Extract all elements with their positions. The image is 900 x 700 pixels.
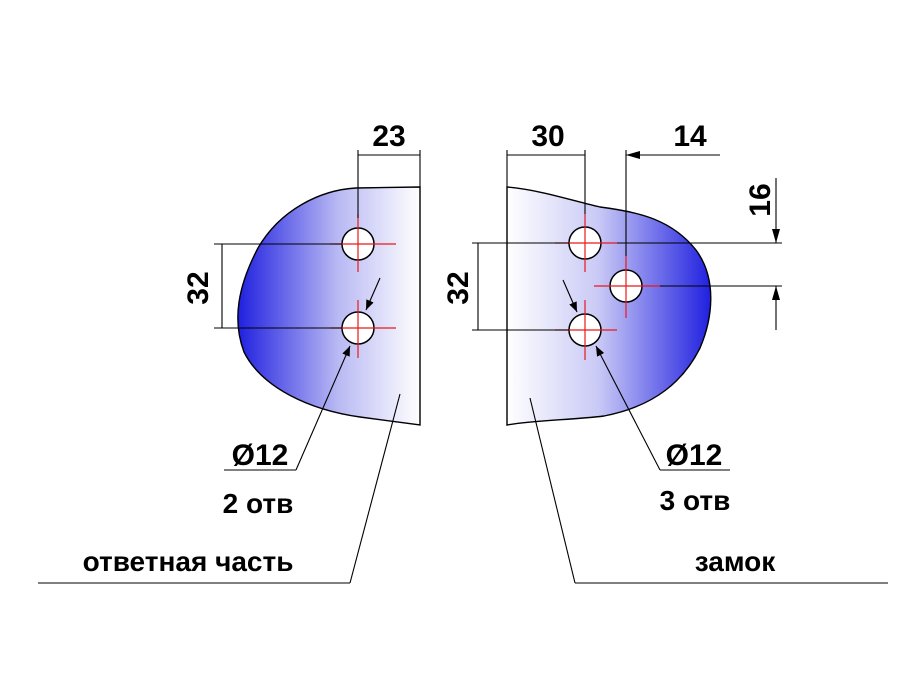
right-part-body: [506, 186, 712, 426]
left-caption: ответная часть: [83, 546, 294, 577]
left-hole-diameter: Ø12: [232, 439, 289, 472]
left-dim-top-value: 23: [372, 120, 405, 153]
right-caption-leader: [529, 397, 888, 584]
left-hole-leader: [224, 277, 381, 471]
left-dim-vertical: 32: [182, 243, 342, 329]
right-caption: замок: [695, 546, 777, 577]
left-part-body: [237, 186, 421, 426]
left-hole-count: 2 отв: [223, 488, 294, 519]
right-dim-vertical: 32: [442, 242, 569, 331]
right-hole-diameter: Ø12: [666, 439, 723, 472]
left-caption-leader: [38, 393, 401, 584]
right-dim-16: 16: [617, 178, 782, 330]
right-part: 30 14 16 32: [442, 120, 888, 584]
right-dim-30: 30: [506, 120, 586, 214]
left-dim-vertical-value: 32: [182, 271, 215, 304]
right-dim-vertical-value: 32: [442, 271, 475, 304]
right-dim-right-vertical-value: 16: [744, 183, 777, 216]
left-part: 23 32 Ø12 2 отв ответная часть: [38, 120, 421, 584]
left-dim-top: 23: [357, 120, 421, 218]
right-dim-14: 14: [625, 120, 720, 256]
right-dim-top-left-value: 30: [531, 120, 564, 153]
right-hole-leader: [562, 279, 730, 471]
right-hole-count: 3 отв: [660, 485, 731, 516]
right-dim-top-right-value: 14: [673, 120, 707, 153]
